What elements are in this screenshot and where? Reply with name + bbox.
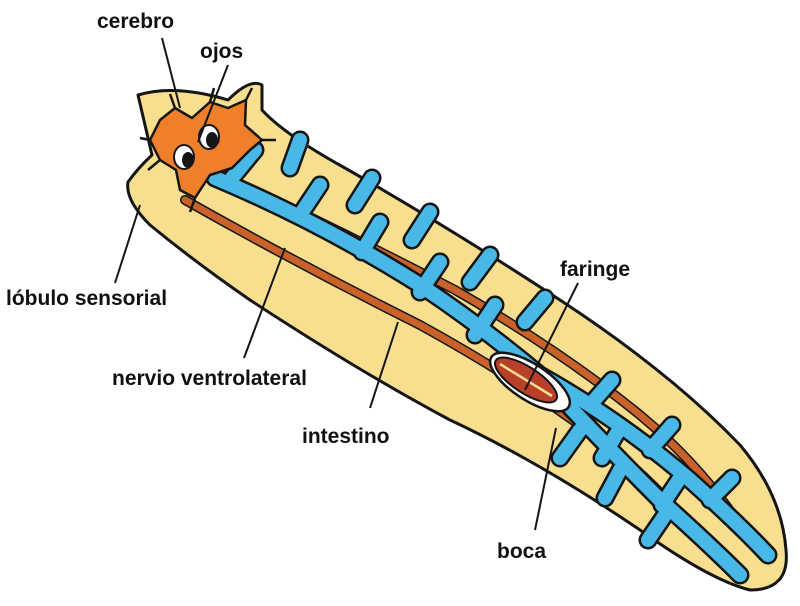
eye-left [173,144,195,170]
leader-faringe [524,282,579,391]
leader-lobulo [114,204,141,284]
eye-right [198,124,220,150]
label-ojos: ojos [200,40,243,63]
label-lobulo-sensorial: lóbulo sensorial [6,287,167,310]
label-cerebro: cerebro [97,10,174,33]
intestine [205,130,778,585]
leader-ojos [197,64,229,143]
label-nervio-ventrolateral: nervio ventrolateral [112,367,307,390]
label-boca: boca [497,540,546,563]
leader-cerebro [161,37,181,109]
leader-nervio [243,247,286,359]
leader-intestino [369,321,399,409]
label-faringe: faringe [560,258,630,281]
leader-boca [534,427,557,531]
leader-lines [114,37,579,531]
label-intestino: intestino [302,425,390,448]
